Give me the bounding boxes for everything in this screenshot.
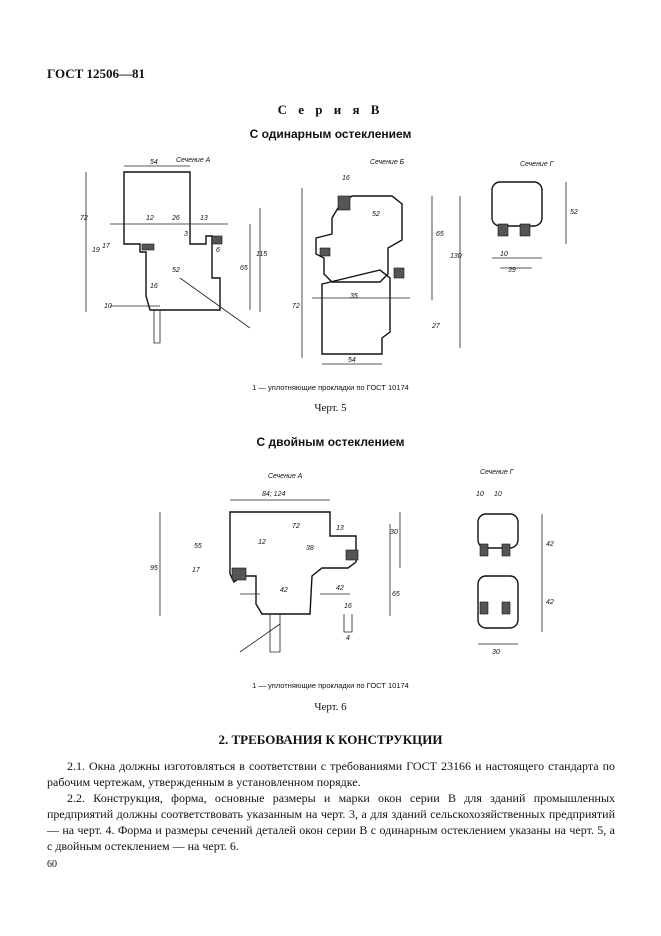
section-g-profile bbox=[491, 181, 567, 269]
svg-text:42: 42 bbox=[280, 587, 288, 594]
svg-text:39: 39 bbox=[508, 267, 516, 274]
svg-text:13: 13 bbox=[200, 215, 208, 222]
single-glazing-title: С одинарным остеклением bbox=[249, 127, 412, 141]
svg-text:65: 65 bbox=[436, 231, 444, 238]
svg-text:10: 10 bbox=[494, 491, 502, 498]
section-a2-profile bbox=[159, 499, 401, 653]
svg-text:42: 42 bbox=[546, 599, 554, 606]
svg-text:10: 10 bbox=[476, 491, 484, 498]
svg-text:55: 55 bbox=[194, 543, 202, 550]
svg-text:17: 17 bbox=[102, 243, 111, 250]
svg-text:54: 54 bbox=[150, 159, 158, 166]
svg-text:35: 35 bbox=[350, 293, 358, 300]
svg-text:26: 26 bbox=[171, 215, 180, 222]
svg-text:38: 38 bbox=[306, 545, 314, 552]
section-g2-profile bbox=[477, 513, 543, 645]
double-glazing-title: С двойным остеклением bbox=[256, 435, 405, 449]
svg-text:16: 16 bbox=[344, 603, 352, 610]
section-a2-label: Сечение А bbox=[268, 473, 303, 480]
section-a-label: Сечение А bbox=[176, 157, 211, 164]
svg-text:13: 13 bbox=[336, 525, 344, 532]
figure-5-caption: Черт. 5 bbox=[314, 402, 347, 414]
series-title: С е р и я В bbox=[277, 102, 384, 117]
double-glazing-note: 1 — уплотняющие прокладки по ГОСТ 10174 bbox=[252, 681, 409, 690]
svg-text:4: 4 bbox=[346, 635, 350, 642]
section-a-profile bbox=[85, 165, 261, 344]
svg-text:72: 72 bbox=[292, 523, 300, 530]
svg-text:115: 115 bbox=[256, 251, 267, 258]
svg-text:27: 27 bbox=[431, 323, 441, 330]
svg-text:12: 12 bbox=[146, 215, 154, 222]
svg-text:19: 19 bbox=[92, 247, 100, 254]
svg-text:130: 130 bbox=[450, 253, 462, 260]
section-heading: 2. ТРЕБОВАНИЯ К КОНСТРУКЦИИ bbox=[218, 732, 443, 747]
section-g-label: Сечение Г bbox=[520, 161, 555, 168]
svg-text:6: 6 bbox=[216, 247, 220, 254]
single-glazing-drawing: Сечение А Сечение Б Сечение Г 54 72 12 2… bbox=[80, 157, 578, 365]
svg-text:42: 42 bbox=[336, 585, 344, 592]
svg-text:72: 72 bbox=[292, 303, 300, 310]
section-b-profile bbox=[301, 188, 461, 365]
svg-text:3: 3 bbox=[184, 231, 188, 238]
svg-text:52: 52 bbox=[570, 209, 578, 216]
double-glazing-drawing: Сечение А Сечение Г 84; 124 72 12 13 55 … bbox=[150, 469, 554, 656]
section-b-label: Сечение Б bbox=[370, 159, 405, 166]
svg-text:42: 42 bbox=[546, 541, 554, 548]
svg-text:30: 30 bbox=[390, 529, 398, 536]
svg-text:10: 10 bbox=[500, 251, 508, 258]
figure-6-caption: Черт. 6 bbox=[314, 701, 347, 713]
document-header: ГОСТ 12506—81 bbox=[47, 66, 146, 81]
svg-text:16: 16 bbox=[342, 175, 350, 182]
paragraph-2-2: 2.2. Конструкция, форма, основные размер… bbox=[47, 791, 615, 853]
single-glazing-note: 1 — уплотняющие прокладки по ГОСТ 10174 bbox=[252, 383, 409, 392]
svg-text:30: 30 bbox=[492, 649, 500, 656]
svg-text:72: 72 bbox=[80, 215, 88, 222]
paragraph-2-1: 2.1. Окна должны изготовляться в соответ… bbox=[47, 759, 615, 789]
svg-text:65: 65 bbox=[392, 591, 400, 598]
svg-text:16: 16 bbox=[150, 283, 158, 290]
svg-text:52: 52 bbox=[372, 211, 380, 218]
svg-text:84; 124: 84; 124 bbox=[262, 491, 285, 498]
svg-text:12: 12 bbox=[258, 539, 266, 546]
svg-text:17: 17 bbox=[192, 567, 201, 574]
page-number: 60 bbox=[47, 859, 57, 870]
svg-text:95: 95 bbox=[150, 565, 158, 572]
section-g2-label: Сечение Г bbox=[480, 469, 515, 476]
svg-text:10: 10 bbox=[104, 303, 112, 310]
svg-text:52: 52 bbox=[172, 267, 180, 274]
svg-text:65: 65 bbox=[240, 265, 248, 272]
svg-text:54: 54 bbox=[348, 357, 356, 364]
